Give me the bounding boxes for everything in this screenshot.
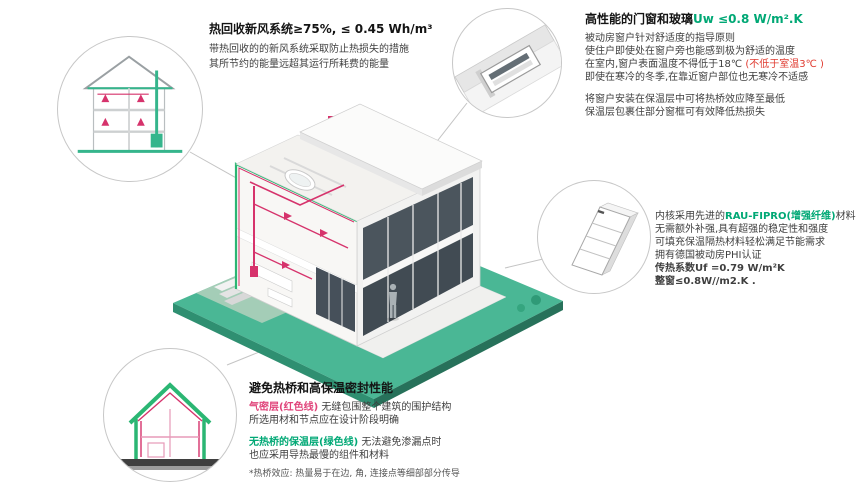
ventilation-title: 热回收新风系统≥75%, ≤ 0.45 Wh/m³ (209, 22, 433, 36)
cutaway-face (234, 162, 358, 347)
windows-line6: 保温层包裹住部分窗框可有效降低热损失 (585, 107, 765, 118)
profile-callout-text: 内核采用先进的RAU-FIPRO(增强纤维)材料 无需额外补强,具有超强的稳定性… (655, 210, 861, 288)
windows-line4: 即使在寒冷的冬季,在靠近窗户部位也无寒冷不适感 (585, 72, 809, 83)
windows-line3-red-note: (不低于室温3℃ ) (745, 59, 824, 70)
callout-circle-window-profile (537, 180, 651, 294)
insulation-line2: 所选用材和节点应在设计阶段明确 (249, 415, 399, 426)
thermal-layer-label: 无热桥的保温层(绿色线) (249, 437, 359, 448)
windows-line1: 被动房窗户针对舒适度的指导原则 (585, 33, 735, 44)
insulation-house-section-icon (118, 382, 222, 470)
windows-line3-black: 在室内,窗户表面温度不得低于18℃ (585, 59, 746, 70)
insulation-title: 避免热桥和高保温密封性能 (249, 381, 394, 395)
profile-line3: 可填充保温隔热材料轻松满足节能需求 (655, 237, 825, 248)
windows-line5: 将窗户安装在保温层中可将热桥效应降至最低 (585, 94, 785, 105)
windows-line2: 使住户即使处在窗户旁也能感到极为舒适的温度 (585, 46, 795, 57)
duct-arrows (250, 212, 328, 277)
ventilation-line2: 其所节约的能量远超其运行所耗费的能量 (209, 59, 389, 70)
profile-line1: 内核采用先进的RAU-FIPRO(增强纤维)材料 (655, 210, 861, 223)
window-corner-icon (454, 24, 561, 116)
windows-title-uvalue: Uw ≤0.8 W/m².K (693, 12, 803, 26)
profile-line2: 无需额外补强,具有超强的稳定性和强度 (655, 224, 829, 235)
profile-line1-material: RAU-FIPRO(增强纤维) (725, 211, 836, 222)
windows-title: 高性能的门窗和玻璃Uw ≤0.8 W/m².K (585, 12, 860, 27)
profile-uf-value: 传热系数Uf =0.79 W/m²K (655, 263, 785, 274)
open-upper-floor (235, 116, 421, 222)
profile-line4: 拥有德国被动房PHI认证 (655, 250, 762, 261)
insulation-line3: 无热桥的保温层(绿色线) 无法避免渗漏点时 (249, 436, 579, 449)
airtight-layer-label: 气密层(红色线) (249, 402, 319, 413)
callout-circle-insulation (103, 348, 237, 482)
profile-line1-post: 材料 (835, 211, 856, 222)
person-figure (387, 283, 399, 321)
windows-line3: 在室内,窗户表面温度不得低于18℃ (不低于室温3℃ ) (585, 58, 860, 71)
glass-door (316, 267, 355, 332)
ventilation-callout-text: 热回收新风系统≥75%, ≤ 0.45 Wh/m³ 带热回收的的新风系统采取防止… (209, 22, 489, 72)
insulation-line1: 气密层(红色线) 无缝包围整个建筑的围护结构 (249, 401, 579, 414)
ventilation-house-section-icon (77, 55, 183, 153)
insulation-callout-text: 避免热桥和高保温密封性能 气密层(红色线) 无缝包围整个建筑的围护结构 所选用材… (249, 381, 579, 480)
profile-line1-pre: 内核采用先进的 (655, 211, 725, 222)
window-profile-icon (571, 202, 639, 276)
roof-slab (299, 103, 483, 196)
insulation-line3-rest: 无法避免渗漏点时 (358, 437, 442, 448)
callout-circle-window-detail (452, 8, 562, 118)
profile-window-uvalue: 整窗≤0.8W//m2.K . (655, 276, 756, 287)
insulation-line4: 也应采用导热最慢的组件和材料 (249, 450, 389, 461)
bathtub (284, 169, 316, 191)
airtight-line-red (238, 167, 355, 286)
insulation-line1-rest: 无缝包围整个建筑的围护结构 (318, 402, 452, 413)
windows-callout-text: 高性能的门窗和玻璃Uw ≤0.8 W/m².K 被动房窗户针对舒适度的指导原则 … (585, 12, 860, 119)
thermal-bridge-footnote: *热桥效应: 热量易于在边, 角, 连接点等细部部分传导 (249, 469, 460, 479)
callout-circle-ventilation (57, 36, 203, 182)
windows-title-black: 高性能的门窗和玻璃 (585, 12, 694, 26)
ventilation-line1: 带热回收的的新风系统采取防止热损失的措施 (209, 44, 409, 55)
